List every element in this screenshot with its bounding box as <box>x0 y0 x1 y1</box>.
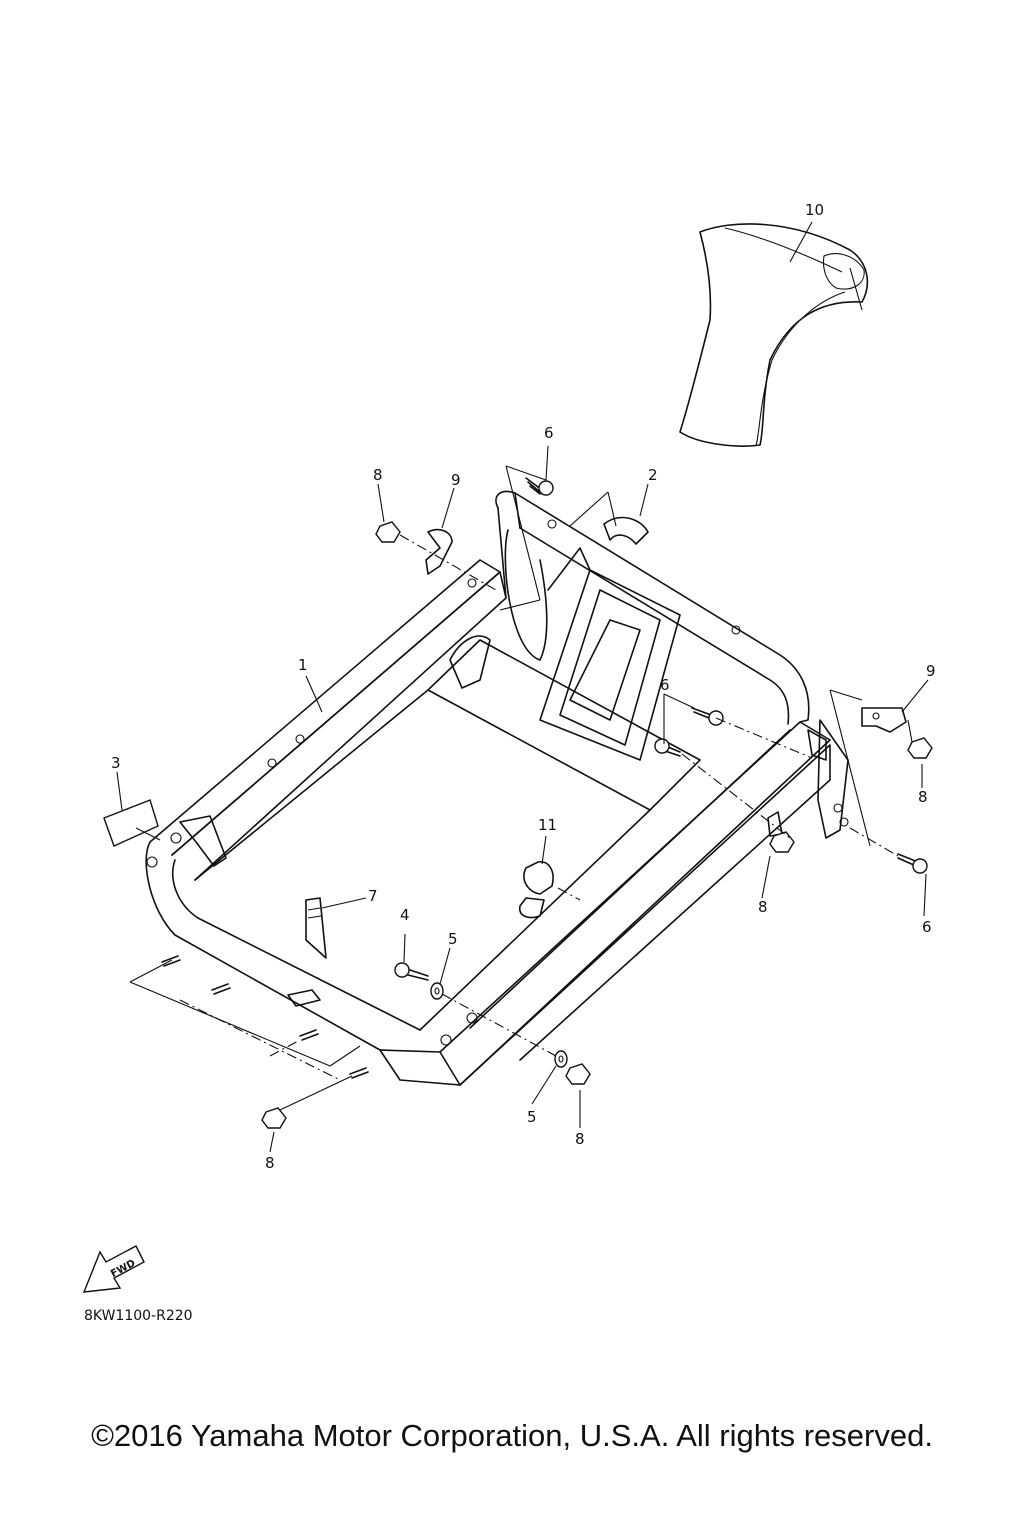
part-4-bolt <box>394 962 429 981</box>
callout-8-d: 8 <box>575 1130 585 1148</box>
part-5-washer-1 <box>430 982 444 1000</box>
callout-4: 4 <box>400 906 410 924</box>
part-6-bolt-mid-2 <box>654 738 681 757</box>
part-8-nut-bottom-left <box>261 1107 287 1129</box>
part-9-bracket-left <box>425 528 453 575</box>
callout-3: 3 <box>111 754 121 772</box>
part-9-bracket-right <box>861 707 907 733</box>
part-8-nut-right-top <box>907 737 933 759</box>
callout-8-c: 8 <box>758 898 768 916</box>
part-6-bolt-mid-1 <box>691 707 724 726</box>
callout-6-c: 6 <box>922 918 932 936</box>
studs <box>161 955 369 1079</box>
callout-numbers: 1 2 3 4 5 5 6 6 6 7 8 8 8 8 8 9 9 10 11 <box>111 201 936 1172</box>
part-11-clip <box>518 861 554 919</box>
callout-5-a: 5 <box>448 930 458 948</box>
callout-1: 1 <box>298 656 308 674</box>
callout-9-b: 9 <box>926 662 936 680</box>
part-8-nut-bottom-right <box>565 1063 591 1085</box>
callout-leaders <box>116 221 929 1153</box>
callout-2: 2 <box>648 466 658 484</box>
part-7-strap <box>305 897 327 959</box>
callout-7: 7 <box>368 887 378 905</box>
callout-6-a: 6 <box>544 424 554 442</box>
part-2-clamp <box>603 516 649 545</box>
part-3-label <box>103 799 159 847</box>
fwd-arrow-icon: FWD <box>82 1245 145 1293</box>
callout-11: 11 <box>538 816 557 834</box>
part-6-bolt-top <box>525 477 554 496</box>
part-10-cover <box>679 223 869 447</box>
copyright-notice: ©2016 Yamaha Motor Corporation, U.S.A. A… <box>91 1418 933 1453</box>
callout-8-b: 8 <box>918 788 928 806</box>
callout-8-e: 8 <box>265 1154 275 1172</box>
callout-6-b: 6 <box>660 676 670 694</box>
diagram-code: 8KW1100-R220 <box>84 1308 193 1324</box>
part-8-nut-top <box>375 521 401 543</box>
part-6-bolt-right <box>897 853 928 874</box>
assembly-lines <box>129 465 913 1111</box>
callout-9-a: 9 <box>451 471 461 489</box>
part-5-washer-2 <box>554 1050 568 1068</box>
callout-10: 10 <box>805 201 824 219</box>
callout-5-b: 5 <box>527 1108 537 1126</box>
callout-8-a: 8 <box>373 466 383 484</box>
part-1-frame <box>145 490 849 1086</box>
